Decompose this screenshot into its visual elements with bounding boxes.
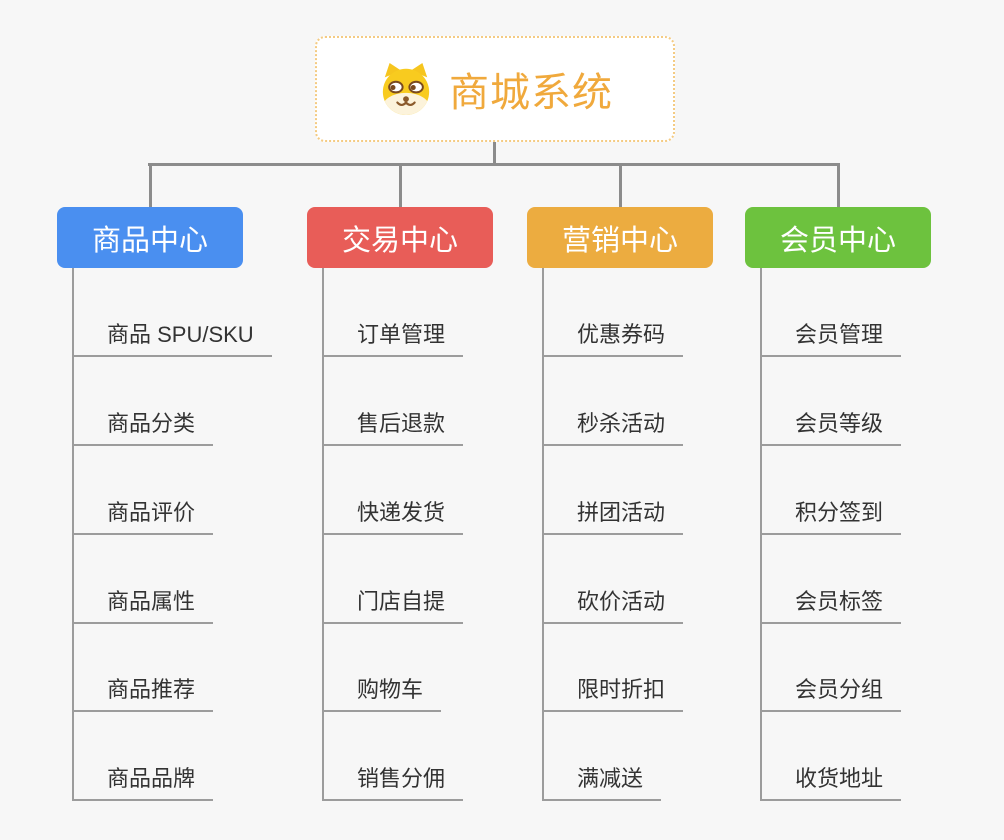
branch-column-member: 会员中心 会员管理 会员等级 积分签到 会员标签 会员分组 收货地址 <box>745 207 995 801</box>
branch-header-marketing[interactable]: 营销中心 <box>527 207 713 268</box>
leaf-node[interactable]: 收货地址 <box>760 764 902 801</box>
leaf-node[interactable]: 会员分组 <box>760 675 902 712</box>
connector-horizontal <box>148 163 840 166</box>
leaf-node[interactable]: 购物车 <box>322 675 442 712</box>
branch-column-trade: 交易中心 订单管理 售后退款 快递发货 门店自提 购物车 销售分佣 <box>307 207 557 801</box>
leaf-node[interactable]: 商品品牌 <box>72 764 214 801</box>
leaf-node[interactable]: 满减送 <box>542 764 662 801</box>
root-title: 商城系统 <box>449 71 613 115</box>
leaf-node[interactable]: 会员等级 <box>760 409 902 446</box>
leaf-node[interactable]: 会员标签 <box>760 587 902 624</box>
branch-column-marketing: 营销中心 优惠券码 秒杀活动 拼团活动 砍价活动 限时折扣 满减送 <box>527 207 777 801</box>
leaf-node[interactable]: 商品分类 <box>72 409 214 446</box>
connector-branch-stub <box>149 166 152 207</box>
leaf-node[interactable]: 商品推荐 <box>72 675 214 712</box>
leaf-node[interactable]: 商品 SPU/SKU <box>72 320 272 357</box>
leaf-node[interactable]: 拼团活动 <box>542 498 684 535</box>
branch-header-product[interactable]: 商品中心 <box>57 207 243 268</box>
branch-header-member[interactable]: 会员中心 <box>745 207 931 268</box>
leaf-node[interactable]: 限时折扣 <box>542 675 684 712</box>
leaf-node[interactable]: 砍价活动 <box>542 587 684 624</box>
leaf-node[interactable]: 快递发货 <box>322 498 464 535</box>
connector-branch-stub <box>837 166 840 207</box>
connector-branch-stub <box>399 166 402 207</box>
leaf-node[interactable]: 秒杀活动 <box>542 409 684 446</box>
connector-root-stub <box>493 141 496 166</box>
dog-face-icon <box>377 62 435 116</box>
leaf-node[interactable]: 商品评价 <box>72 498 214 535</box>
leaf-node[interactable]: 积分签到 <box>760 498 902 535</box>
root-node[interactable]: 商城系统 <box>315 36 675 142</box>
leaf-node[interactable]: 商品属性 <box>72 587 214 624</box>
leaf-node[interactable]: 订单管理 <box>322 320 464 357</box>
branch-column-product: 商品中心 商品 SPU/SKU 商品分类 商品评价 商品属性 商品推荐 商品品牌 <box>57 207 307 801</box>
leaf-node[interactable]: 会员管理 <box>760 320 902 357</box>
connector-branch-stub <box>619 166 622 207</box>
leaf-node[interactable]: 门店自提 <box>322 587 464 624</box>
leaf-node[interactable]: 售后退款 <box>322 409 464 446</box>
branch-header-trade[interactable]: 交易中心 <box>307 207 493 268</box>
leaf-node[interactable]: 优惠券码 <box>542 320 684 357</box>
leaf-node[interactable]: 销售分佣 <box>322 764 464 801</box>
